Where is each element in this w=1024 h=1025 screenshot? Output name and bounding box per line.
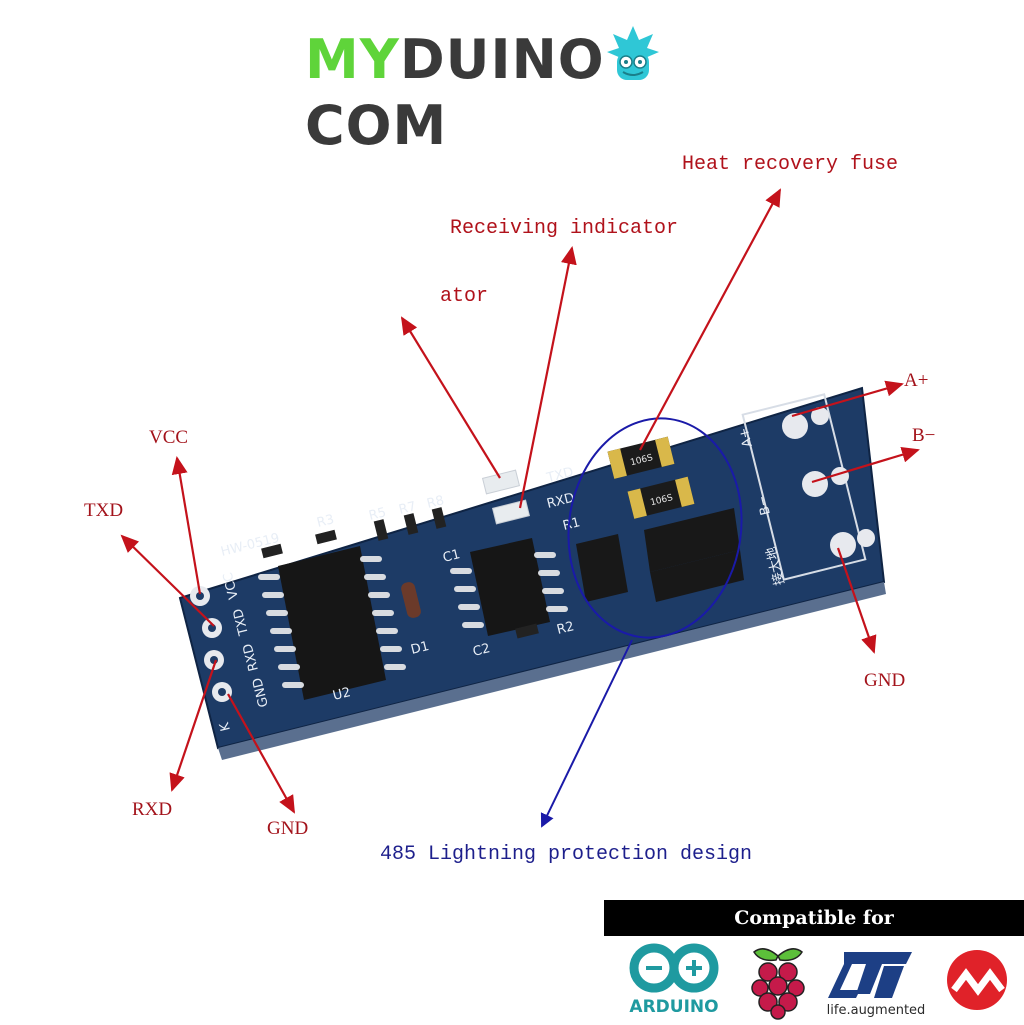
arrow-vcc: [171, 456, 202, 595]
svg-text:K: K: [217, 720, 234, 732]
lightning-protection-label: 485 Lightning protection design: [380, 843, 753, 866]
svg-text:D1: D1: [409, 639, 430, 658]
brand-logo: MYDUINO COM: [305, 24, 725, 157]
arrow-heat-fuse: [639, 188, 781, 451]
logo-com: COM: [305, 94, 448, 157]
receiving-indicator-label: Receiving indicator: [450, 217, 679, 240]
arrow-gnd-left: [227, 693, 295, 814]
b-minus-pin-label: B−: [912, 425, 936, 446]
svg-text:ARDUINO: ARDUINO: [629, 997, 718, 1017]
compatible-heading: Compatible for: [604, 900, 1024, 936]
svg-text:C1: C1: [441, 547, 461, 566]
svg-text:TXD: TXD: [231, 607, 252, 638]
svg-text:R1: R1: [561, 515, 581, 534]
callout-arrows: [120, 188, 920, 814]
vcc-pin-label: VCC: [149, 427, 189, 448]
arrow-txd: [120, 534, 215, 627]
protection-highlight-ellipse: [567, 417, 743, 639]
arrow-gnd-right: [836, 547, 877, 654]
microchip-logo: [944, 946, 1014, 1012]
arrow-rxd: [169, 659, 218, 792]
u2-ic-chip: [258, 546, 406, 700]
svg-text:RXD: RXD: [545, 491, 576, 512]
svg-text:R5: R5: [367, 505, 387, 524]
svg-text:GND: GND: [250, 676, 272, 709]
svg-text:RXD: RXD: [241, 642, 262, 673]
right-terminal-pads: [741, 393, 875, 581]
mascot-icon: [605, 24, 661, 80]
gnd-pin-label-left: GND: [267, 818, 309, 839]
logo-my: MY: [305, 28, 400, 91]
arrow-a-plus: [791, 380, 904, 418]
rs485-transceiver-chip: [450, 538, 568, 636]
svg-text:U2: U2: [331, 685, 352, 704]
gnd-pin-label-right: GND: [864, 670, 906, 691]
svg-text:C2: C2: [471, 641, 491, 660]
arrow-sending-indicator: [400, 316, 501, 479]
logo-duino: DUINO: [399, 28, 605, 91]
arduino-logo: ARDUINO: [622, 940, 732, 1020]
rxd-pin-label: RXD: [132, 799, 173, 820]
svg-text:B−: B−: [755, 494, 774, 517]
st-logo: life.augmented: [826, 948, 926, 1018]
arrow-b-minus: [811, 446, 920, 484]
arrow-receiving-indicator: [518, 246, 577, 509]
rs485-board: 106S 106S HW-0519 R3 R5 R7 R8 C1 D1 C2: [178, 386, 886, 760]
heat-recovery-fuse-label: Heat recovery fuse: [682, 153, 899, 176]
smd-resistors: [261, 507, 539, 639]
svg-text:A+: A+: [737, 426, 756, 449]
diode-d1: [401, 582, 421, 618]
svg-text:R8: R8: [425, 493, 445, 512]
txd-led: [481, 469, 521, 495]
heat-recovery-fuses: 106S 106S: [607, 436, 695, 519]
svg-text:R3: R3: [315, 512, 335, 531]
silkscreen: HW-0519 R3 R5 R7 R8 C1 D1 C2 U2 R2 R1 TX…: [217, 426, 788, 733]
sending-indicator-label-partial: ator: [440, 285, 489, 308]
tvs-diodes: [576, 508, 744, 602]
svg-text:R7: R7: [397, 499, 417, 518]
svg-text:R2: R2: [555, 619, 575, 638]
a-plus-pin-label: A+: [904, 370, 929, 391]
raspberry-pi-logo: [746, 942, 810, 1020]
svg-text:VCC: VCC: [221, 571, 242, 601]
svg-text:life.augmented: life.augmented: [827, 1003, 926, 1018]
svg-text:TXD: TXD: [544, 465, 575, 486]
left-header-pads: [190, 586, 232, 702]
arrow-lightning-protection: [540, 639, 633, 828]
txd-pin-label: TXD: [84, 500, 124, 521]
